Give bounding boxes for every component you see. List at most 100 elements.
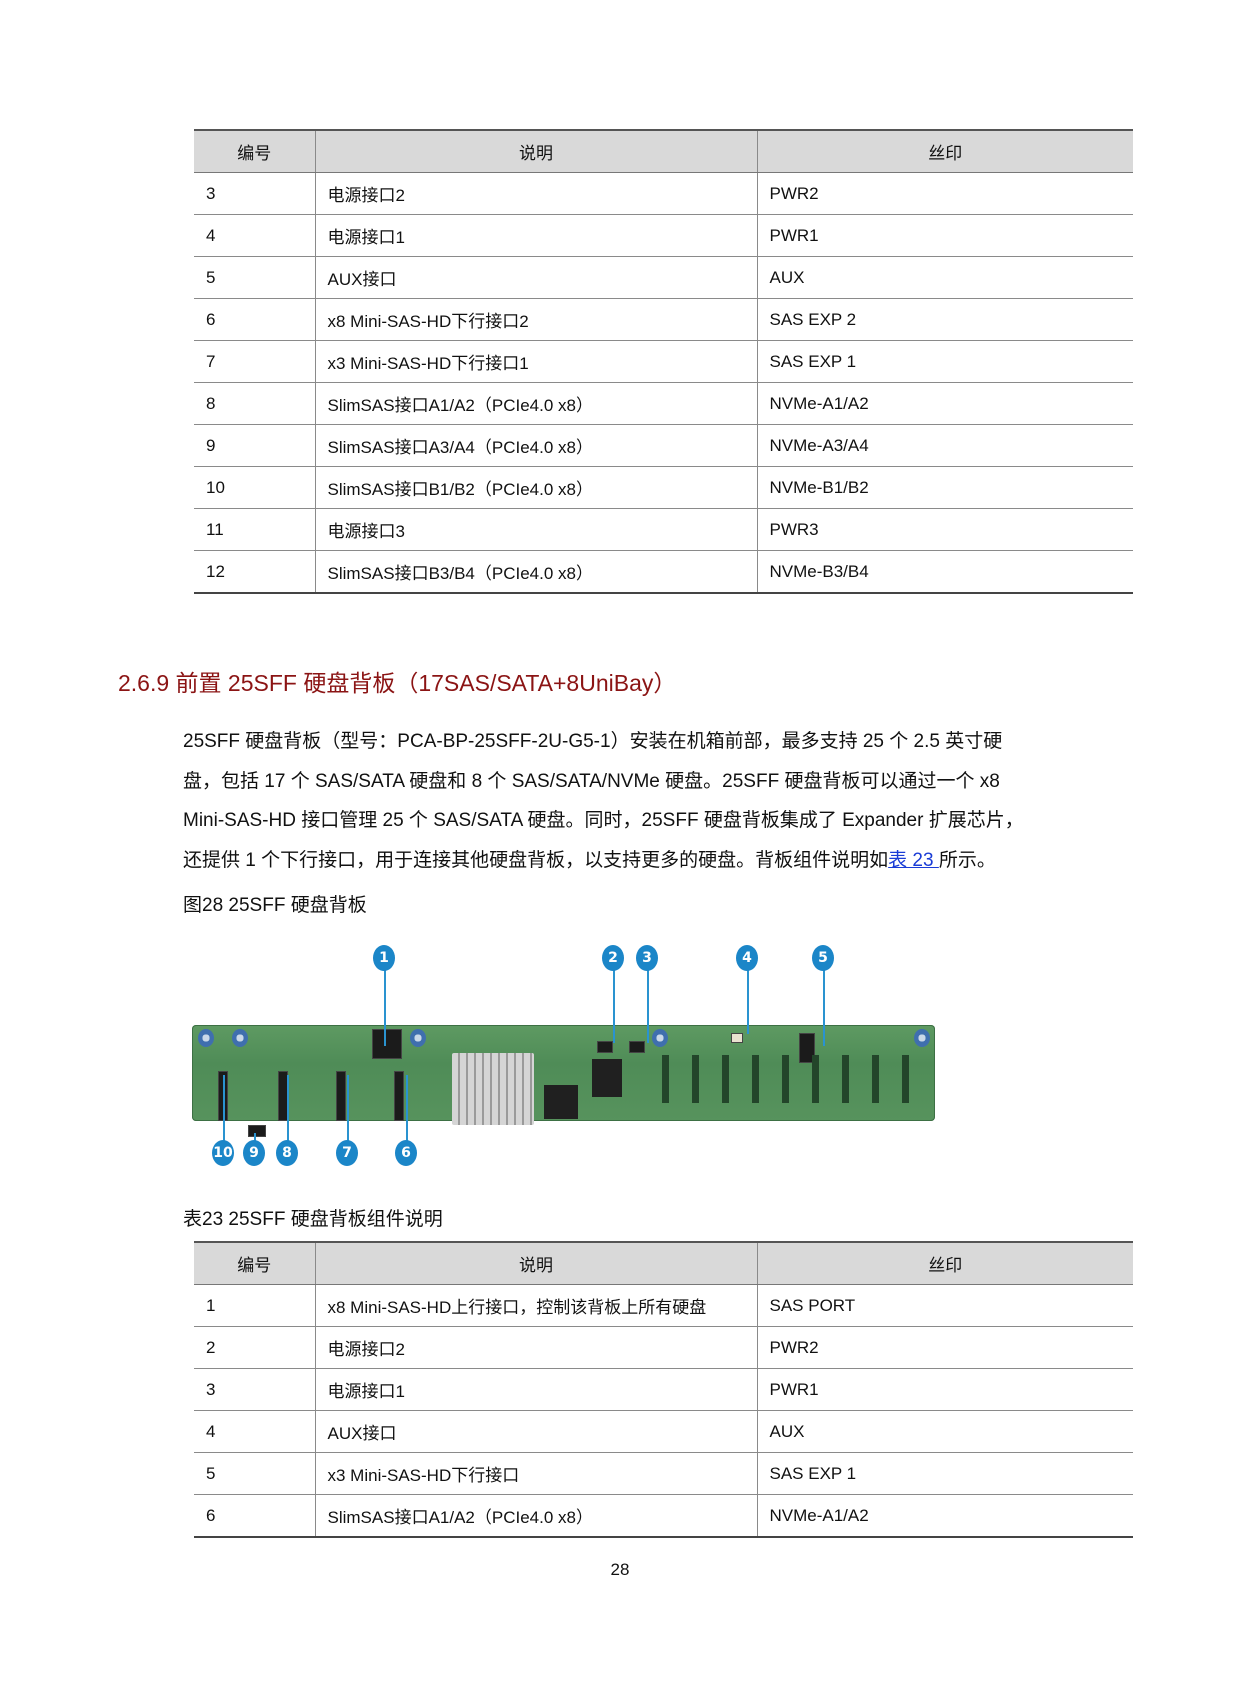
cell-description: 电源接口2 <box>314 1326 757 1369</box>
expander-chip <box>592 1059 622 1097</box>
table-caption: 表23 25SFF 硬盘背板组件说明 <box>183 1209 443 1230</box>
slimsas-connector <box>394 1071 404 1121</box>
header-description: 说明 <box>314 1241 757 1285</box>
callout-leader <box>384 968 386 1046</box>
cell-silkscreen: PWR1 <box>756 214 1133 257</box>
callout-leader <box>223 1075 225 1141</box>
cell-number: 3 <box>194 1368 315 1411</box>
cell-number: 6 <box>194 1494 315 1538</box>
paragraph-line: 25SFF 硬盘背板（型号：PCA-BP-25SFF-2U-G5-1）安装在机箱… <box>183 731 1003 752</box>
drive-slot <box>902 1055 909 1103</box>
cell-silkscreen: NVMe-B3/B4 <box>756 550 1133 594</box>
callout-8-badge: 8 <box>276 1140 298 1166</box>
pwr2-connector <box>597 1041 613 1053</box>
standoff-icon <box>410 1029 426 1047</box>
cell-description: SlimSAS接口A3/A4（PCIe4.0 x8） <box>314 424 757 467</box>
callout-5-badge: 5 <box>812 945 834 971</box>
callout-leader <box>287 1075 289 1141</box>
callout-3-badge: 3 <box>636 945 658 971</box>
paragraph-line: 盘，包括 17 个 SAS/SATA 硬盘和 8 个 SAS/SATA/NVMe… <box>183 770 1000 792</box>
cell-silkscreen: AUX <box>756 1410 1133 1453</box>
cell-silkscreen: SAS EXP 1 <box>756 1452 1133 1495</box>
paragraph-line-last: 还提供 1 个下行接口，用于连接其他硬盘背板，以支持更多的硬盘。背板组件说明如表… <box>183 841 1123 881</box>
drive-slot <box>692 1055 699 1103</box>
sas-exp-connector <box>799 1033 815 1063</box>
callout-7-badge: 7 <box>336 1140 358 1166</box>
drive-slot <box>722 1055 729 1103</box>
callout-leader <box>406 1075 408 1141</box>
cell-description: SlimSAS接口A1/A2（PCIe4.0 x8） <box>314 1494 757 1538</box>
cell-number: 4 <box>194 214 315 257</box>
cell-description: AUX接口 <box>314 256 757 299</box>
standoff-icon <box>232 1029 248 1047</box>
pwr1-connector <box>629 1041 645 1053</box>
cell-silkscreen: SAS EXP 1 <box>756 340 1133 383</box>
cell-number: 10 <box>194 466 315 509</box>
cell-silkscreen: SAS PORT <box>756 1284 1133 1327</box>
pwr3-connector <box>248 1125 266 1137</box>
cell-number: 7 <box>194 340 315 383</box>
cell-description: x8 Mini-SAS-HD上行接口，控制该背板上所有硬盘 <box>314 1284 757 1327</box>
drive-slot <box>812 1055 819 1103</box>
cell-number: 3 <box>194 172 315 215</box>
backplane-board-image <box>192 1025 935 1137</box>
cell-number: 1 <box>194 1284 315 1327</box>
callout-10-badge: 10 <box>212 1140 234 1166</box>
page-number: 28 <box>610 1560 630 1579</box>
cell-silkscreen: PWR1 <box>756 1368 1133 1411</box>
slimsas-connector <box>336 1071 346 1121</box>
callout-leader <box>823 968 825 1046</box>
cell-number: 11 <box>194 508 315 551</box>
callout-9-badge: 9 <box>243 1140 265 1166</box>
header-silkscreen: 丝印 <box>756 1241 1133 1285</box>
drive-slot <box>872 1055 879 1103</box>
callout-2-badge: 2 <box>602 945 624 971</box>
cell-description: AUX接口 <box>314 1410 757 1453</box>
paragraph-tail: 所示。 <box>938 849 996 871</box>
cell-silkscreen: PWR2 <box>756 172 1133 215</box>
cell-silkscreen: SAS EXP 2 <box>756 298 1133 341</box>
callout-leader <box>647 968 649 1043</box>
cell-description: x8 Mini-SAS-HD下行接口2 <box>314 298 757 341</box>
sas-port-connector <box>372 1029 402 1059</box>
cell-description: 电源接口1 <box>314 214 757 257</box>
cell-silkscreen: NVMe-A1/A2 <box>756 382 1133 425</box>
paragraph-line: Mini-SAS-HD 接口管理 25 个 SAS/SATA 硬盘。同时，25S… <box>183 810 1024 831</box>
cell-description: SlimSAS接口B3/B4（PCIe4.0 x8） <box>314 550 757 594</box>
table-23-link[interactable]: 表 23 <box>888 849 939 871</box>
cell-number: 6 <box>194 298 315 341</box>
cell-description: x3 Mini-SAS-HD下行接口 <box>314 1452 757 1495</box>
cell-silkscreen: NVMe-A1/A2 <box>756 1494 1133 1538</box>
section-paragraph: 25SFF 硬盘背板（型号：PCA-BP-25SFF-2U-G5-1）安装在机箱… <box>183 722 1123 880</box>
cell-number: 2 <box>194 1326 315 1369</box>
figure-caption: 图28 25SFF 硬盘背板 <box>183 895 367 916</box>
callout-leader <box>613 968 615 1043</box>
drive-slot <box>782 1055 789 1103</box>
cell-silkscreen: NVMe-B1/B2 <box>756 466 1133 509</box>
aux-connector <box>731 1033 743 1043</box>
drive-slot <box>662 1055 669 1103</box>
cell-number: 5 <box>194 256 315 299</box>
callout-leader <box>254 1133 256 1141</box>
callout-4-badge: 4 <box>736 945 758 971</box>
callout-leader <box>747 968 749 1034</box>
section-heading: 2.6.9 前置 25SFF 硬盘背板（17SAS/SATA+8UniBay） <box>118 670 677 696</box>
cell-description: 电源接口1 <box>314 1368 757 1411</box>
cell-description: 电源接口3 <box>314 508 757 551</box>
header-number: 编号 <box>194 1241 315 1285</box>
header-description: 说明 <box>314 129 757 173</box>
